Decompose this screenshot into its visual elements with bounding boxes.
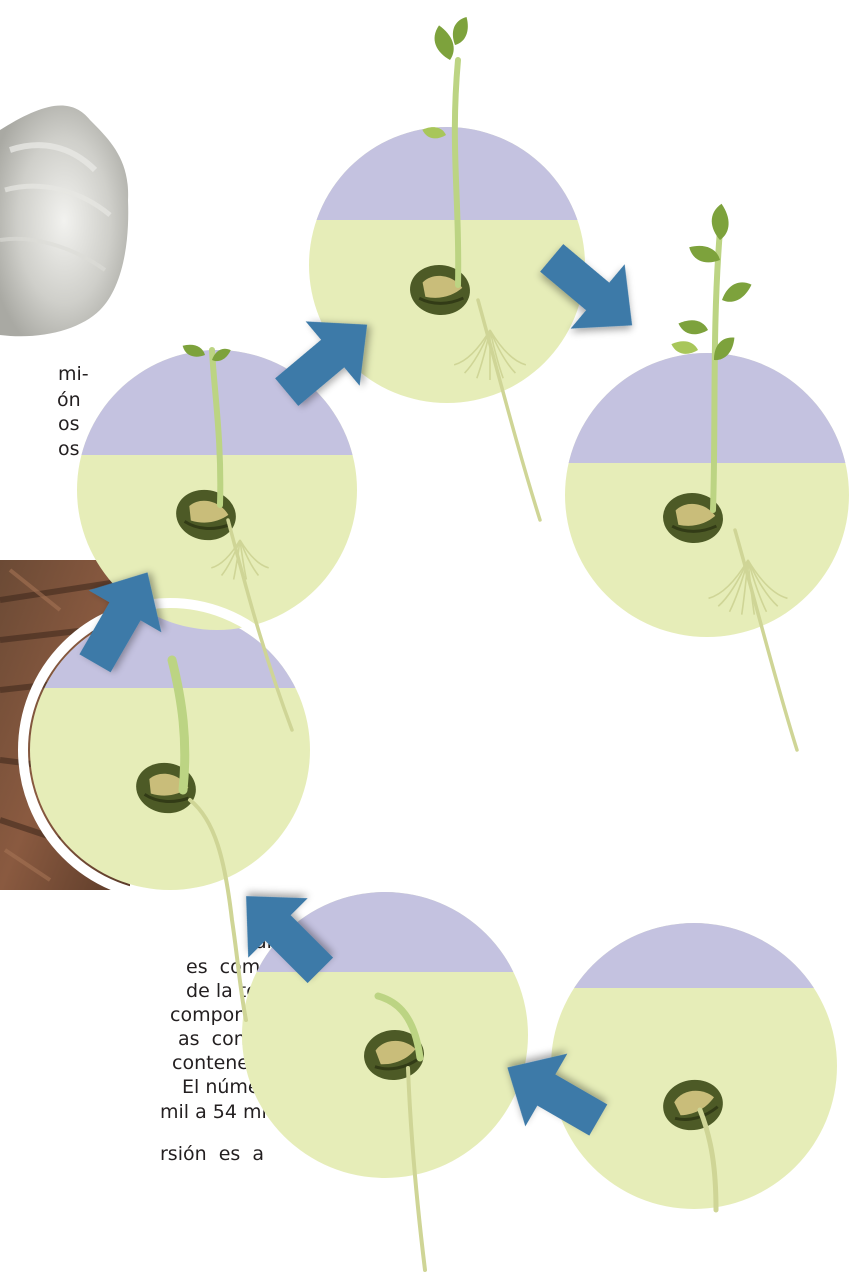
leaf bbox=[708, 203, 732, 242]
stage-3-hypocotyl-hook bbox=[30, 610, 310, 890]
leaf bbox=[718, 279, 755, 306]
leaf bbox=[432, 24, 456, 63]
fungus-photo bbox=[0, 106, 128, 337]
leaf bbox=[676, 315, 709, 339]
stage-6-shoot-growth bbox=[565, 353, 849, 637]
stage-1-seed-swelling bbox=[551, 923, 837, 1209]
stem bbox=[455, 60, 458, 285]
